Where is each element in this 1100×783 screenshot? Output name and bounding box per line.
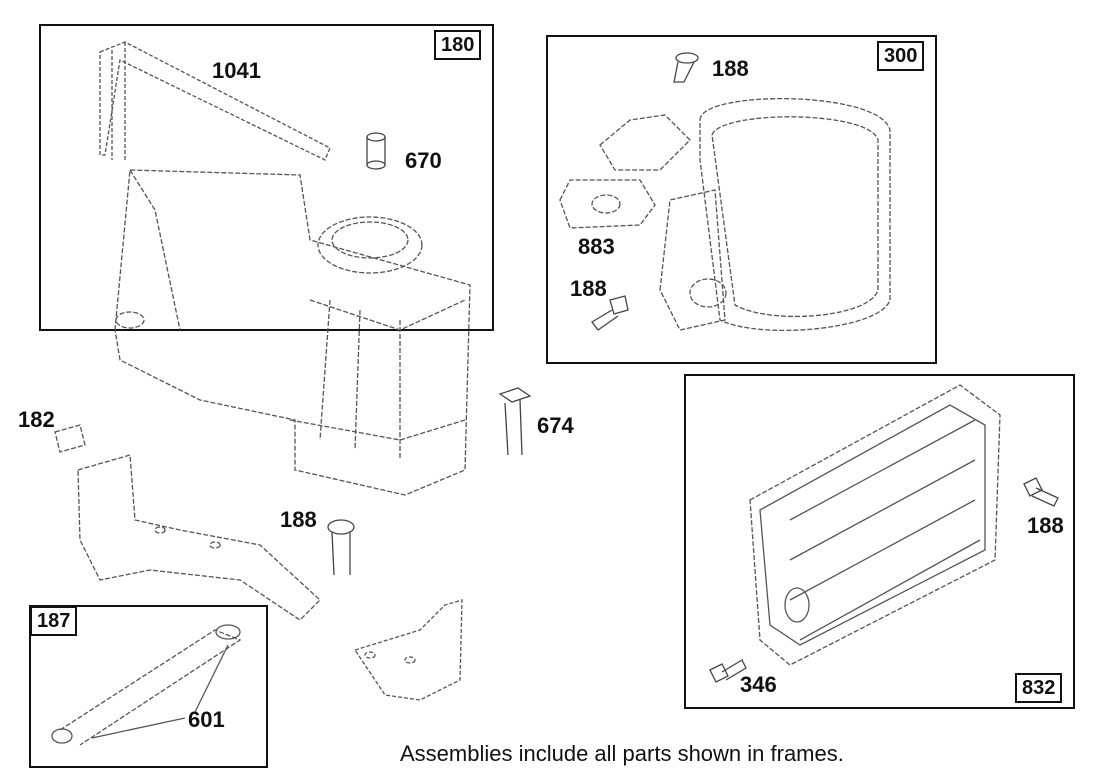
part-label-674: 674 [537, 413, 574, 438]
footnote: Assemblies include all parts shown in fr… [400, 741, 844, 766]
bolt-188-center-drawing [328, 520, 354, 575]
muffler-300-drawing [560, 99, 890, 331]
frame-832 [685, 375, 1074, 708]
bolt-188-top-drawing [674, 53, 698, 82]
part-label-1041: 1041 [212, 58, 261, 83]
bolt-346-drawing [710, 660, 746, 682]
part-label-883: 883 [578, 234, 615, 259]
part-label-188-top: 188 [712, 56, 749, 81]
pin-670-drawing [367, 133, 385, 169]
lower-bracket-drawing [355, 600, 462, 700]
bracket-182-drawing [55, 425, 320, 620]
heat-shield-832-drawing [750, 385, 1000, 665]
part-label-188-center: 188 [280, 507, 317, 532]
frame-label-187: 187 [30, 606, 78, 636]
muffler-body-drawing [115, 170, 470, 495]
bolt-674-drawing [500, 388, 530, 455]
frame-label-300: 300 [877, 41, 925, 71]
frame-180 [40, 25, 493, 330]
frame-300 [547, 36, 936, 363]
part-label-346: 346 [740, 672, 777, 697]
part-label-188-right: 188 [1027, 513, 1064, 538]
part-label-670: 670 [405, 148, 442, 173]
bolt-188-mid-drawing [592, 296, 628, 330]
tube-187-drawing [52, 625, 240, 745]
bolt-188-right-drawing [1024, 478, 1058, 506]
bracket-1041-drawing [100, 42, 330, 160]
frame-187 [30, 606, 267, 767]
part-label-182: 182 [18, 407, 55, 432]
frame-label-832: 832 [1015, 673, 1063, 703]
part-label-601: 601 [188, 707, 225, 732]
part-label-188-mid: 188 [570, 276, 607, 301]
frame-label-180: 180 [434, 30, 482, 60]
